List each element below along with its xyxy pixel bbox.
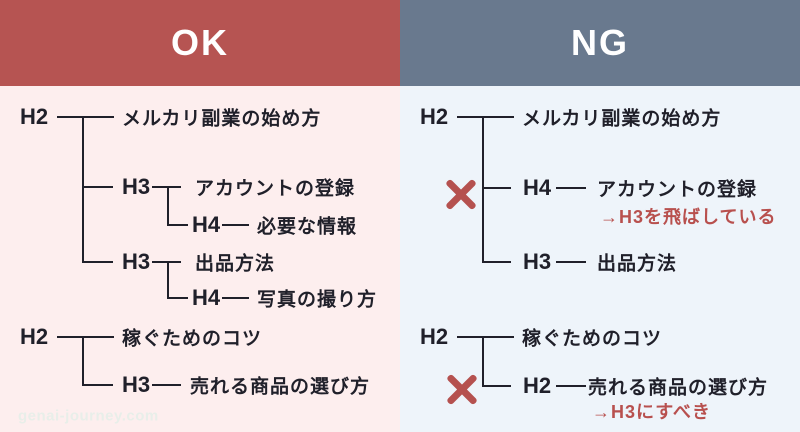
tree-connector-line	[482, 187, 511, 189]
ng-title: NG	[571, 22, 629, 63]
tree-connector-line	[82, 116, 84, 263]
tree-connector-line	[482, 261, 511, 263]
tree-connector-line	[82, 261, 113, 263]
tree-connector-line	[152, 261, 181, 263]
ok-h3-text-1: アカウントの登録	[195, 178, 356, 200]
tree-connector-line	[57, 116, 114, 118]
ok-h3-tag-2: H3	[122, 249, 151, 274]
tree-connector-line	[152, 384, 181, 386]
ok-h3-tag-3: H3	[122, 372, 151, 397]
tree-connector-line	[222, 297, 249, 299]
tree-connector-line	[82, 384, 113, 386]
ng-h4-tag: H4	[523, 175, 552, 200]
tree-connector-line	[482, 385, 511, 387]
tree-connector-line	[82, 336, 84, 386]
ok-h3-tag-1: H3	[122, 174, 151, 199]
ng-header: NG	[400, 0, 800, 86]
ng-h2-text-1: メルカリ副業の始め方	[522, 108, 722, 130]
x-mark-icon	[445, 178, 477, 210]
ng-h2-tag-3: H2	[523, 373, 552, 398]
tree-connector-line	[152, 186, 181, 188]
tree-connector-line	[82, 186, 113, 188]
tree-connector-line	[167, 224, 188, 226]
ng-h2-text-3: 売れる商品の選び方	[588, 377, 769, 399]
ng-h3-text: 出品方法	[597, 253, 678, 275]
tree-connector-line	[57, 336, 114, 338]
tree-connector-line	[167, 186, 169, 226]
ng-h2-tag-2: H2	[420, 324, 449, 349]
tree-connector-line	[222, 224, 249, 226]
ng-h2-text-2: 稼ぐためのコツ	[522, 328, 663, 350]
ok-h2-text-1: メルカリ副業の始め方	[122, 108, 322, 130]
watermark: genai-journey.com	[18, 407, 159, 425]
tree-connector-line	[167, 261, 169, 299]
ok-h2-text-2: 稼ぐためのコツ	[122, 328, 263, 350]
tree-connector-line	[457, 116, 514, 118]
ok-h4-tag-2: H4	[192, 285, 221, 310]
tree-connector-line	[556, 187, 586, 189]
ng-h3-tag: H3	[523, 249, 552, 274]
ok-h2-tag-1: H2	[20, 104, 49, 129]
ok-h3-text-3: 売れる商品の選び方	[190, 376, 371, 398]
tree-connector-line	[556, 385, 586, 387]
ok-h2-tag-2: H2	[20, 324, 49, 349]
ok-h4-text-1: 必要な情報	[257, 216, 358, 238]
ok-h3-text-2: 出品方法	[195, 253, 276, 275]
ok-header: OK	[0, 0, 400, 86]
ok-h4-text-2: 写真の撮り方	[257, 289, 378, 311]
ng-h2-tag-1: H2	[420, 104, 449, 129]
ok-h4-tag-1: H4	[192, 212, 221, 237]
tree-connector-line	[556, 261, 586, 263]
tree-connector-line	[167, 297, 188, 299]
ng-error-note-1: →H3を飛ばしている	[600, 207, 777, 227]
tree-connector-line	[482, 116, 484, 263]
ng-h4-text: アカウントの登録	[597, 179, 758, 201]
ng-error-note-2: →H3にすべき	[592, 402, 711, 422]
x-mark-icon	[446, 373, 478, 405]
tree-connector-line	[457, 336, 514, 338]
ok-title: OK	[171, 22, 229, 63]
tree-connector-line	[482, 336, 484, 387]
